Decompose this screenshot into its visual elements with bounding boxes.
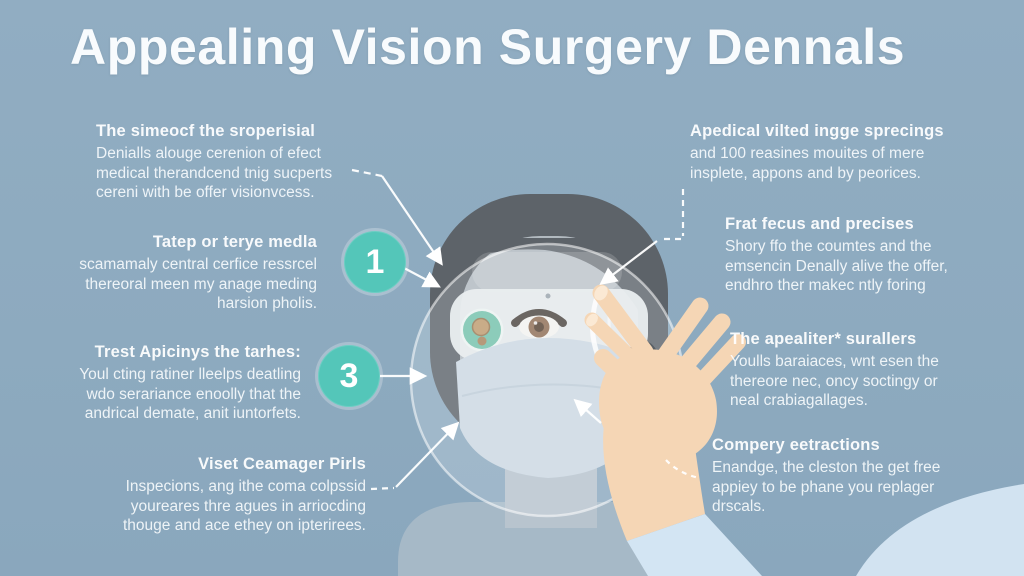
text-line: insplete, appons and by peorices. xyxy=(690,164,921,182)
connector-arrow xyxy=(381,175,443,266)
annotation-body: Inspecions, ang ithe coma colpssid yourea… xyxy=(123,477,366,536)
annotation-body: Shory ffo the coumtes and the emsencin De… xyxy=(725,237,948,296)
text-line: thouge and ace ethey on ipterirees. xyxy=(122,517,366,534)
surgical-mask xyxy=(456,338,642,478)
annotation-title: Trest Apicinys the tarhes: xyxy=(94,343,301,361)
text-line: harsion pholis. xyxy=(217,295,317,312)
annotation-block-right-3: The apealiter* surallers Youlls baraiace… xyxy=(730,329,939,411)
text-line: thereoral meen my anage meding xyxy=(85,275,317,293)
text-line: Youlls baraiaces, wnt esen the xyxy=(730,353,939,370)
text-line: medical therandcend tnig sucperts xyxy=(96,164,333,182)
annotation-title: Compery eetractions xyxy=(712,436,880,454)
annotation-body: Youl cting ratiner lleelps deatling wdo s… xyxy=(79,365,301,424)
annotation-block-right-4: Compery eetractions Enandge, the cleston… xyxy=(712,435,940,517)
text-line: Denialls alouge cerenion of efect xyxy=(96,145,321,162)
page-title: Appealing Vision Surgery Dennals xyxy=(70,19,906,75)
corner-sleeve xyxy=(856,484,1024,576)
natural-eye-lid xyxy=(511,309,567,327)
annotation-block-right-2: Frat fecus and precises Shory ffo the co… xyxy=(725,214,948,296)
finger-middle-icon xyxy=(584,312,646,373)
teal-eye-inner-base xyxy=(477,336,487,346)
finger-curled-icon xyxy=(689,334,746,394)
text-line: Shory ffo the coumtes and the xyxy=(725,238,932,255)
teal-eye-inner xyxy=(471,317,491,337)
finger-curled-icon xyxy=(653,297,709,369)
connector-dash xyxy=(665,459,700,480)
annotation-title: Apedical vilted ingge sprecings xyxy=(690,122,944,140)
step-1-label: 1 xyxy=(365,242,385,281)
text-line: Inspecions, ang ithe coma colpssid xyxy=(125,478,366,495)
natural-eye-highlight xyxy=(533,321,538,325)
finger-curled-icon xyxy=(671,313,731,381)
annotation-body: Enandge, the cleston the get free appiey … xyxy=(712,458,940,517)
text-line: andrical demate, anit iuntorfets. xyxy=(84,405,301,422)
text-line: and 100 reasines mouites of mere xyxy=(690,145,925,162)
text-line: appiey to be phane you replager xyxy=(712,478,935,496)
natural-eye-pupil xyxy=(534,322,544,332)
fingernail-icon xyxy=(586,313,598,327)
annotation-block-right-1: Apedical vilted ingge sprecings and 100 … xyxy=(690,121,944,183)
text-line: cereni with be offer visionvcess. xyxy=(96,184,315,201)
text-line: emsencin Denally alive the offer, xyxy=(725,257,948,275)
annotation-block-left-4: Viset Ceamager Pirls Inspecions, ang ith… xyxy=(123,454,366,536)
step-3-label: 3 xyxy=(339,356,359,395)
annotation-block-left-1: The simeocf the sroperisial Denialls alo… xyxy=(96,121,332,203)
connector-dash xyxy=(370,486,395,491)
annotation-body: Denialls alouge cerenion of efect medical… xyxy=(96,144,332,203)
annotation-title: The simeocf the sroperisial xyxy=(96,122,316,140)
step-3-badge: 3 xyxy=(318,345,380,407)
finger-index-icon xyxy=(592,284,654,361)
text-line: scamamaly central cerfice ressrcel xyxy=(79,256,317,273)
text-line: wdo serariance enoolly that the xyxy=(86,385,301,403)
text-line: Enandge, the cleston the get free xyxy=(712,459,941,476)
connector-lines xyxy=(351,168,700,491)
forehead-highlight xyxy=(472,252,622,292)
annotation-body: scamamaly central cerfice ressrcel thereo… xyxy=(79,255,317,314)
connector-arrow xyxy=(395,421,460,488)
step-1-badge: 1 xyxy=(344,231,406,293)
surgeon-hand xyxy=(584,284,762,576)
annotation-body: Youlls baraiaces, wnt esen the thereore n… xyxy=(730,352,939,411)
connector-arrow xyxy=(573,398,602,424)
connector-arrow xyxy=(599,240,658,286)
fingernail-icon xyxy=(594,285,608,301)
text-line: drscals. xyxy=(712,498,766,515)
annotation-title: Frat fecus and precises xyxy=(725,215,914,233)
annotation-body: and 100 reasines mouites of mere insplete… xyxy=(690,144,944,183)
text-line: thereore nec, oncy soctingy or xyxy=(730,372,938,390)
text-line: youreares thre agues in arriocding xyxy=(130,497,366,515)
annotation-block-left-3: Trest Apicinys the tarhes: Youl cting ra… xyxy=(79,342,301,424)
visor-sensor-dot-icon xyxy=(545,293,551,299)
sleeve-cuff xyxy=(627,514,762,576)
text-line: neal crabiagallages. xyxy=(730,392,868,409)
text-line: Youl cting ratiner lleelps deatling xyxy=(79,366,301,383)
annotation-title: Tatep or terye medla xyxy=(152,233,317,251)
connector-dash xyxy=(351,168,383,178)
connector-arrow xyxy=(403,267,441,288)
thumb-icon xyxy=(594,349,654,407)
text-line: endhro ther makec ntly foring xyxy=(725,277,926,294)
hair-fringe xyxy=(460,238,638,310)
annotation-title: The apealiter* surallers xyxy=(730,330,917,348)
annotation-title: Viset Ceamager Pirls xyxy=(198,455,366,473)
annotation-block-left-2: Tatep or terye medla scamamaly central c… xyxy=(79,232,317,314)
